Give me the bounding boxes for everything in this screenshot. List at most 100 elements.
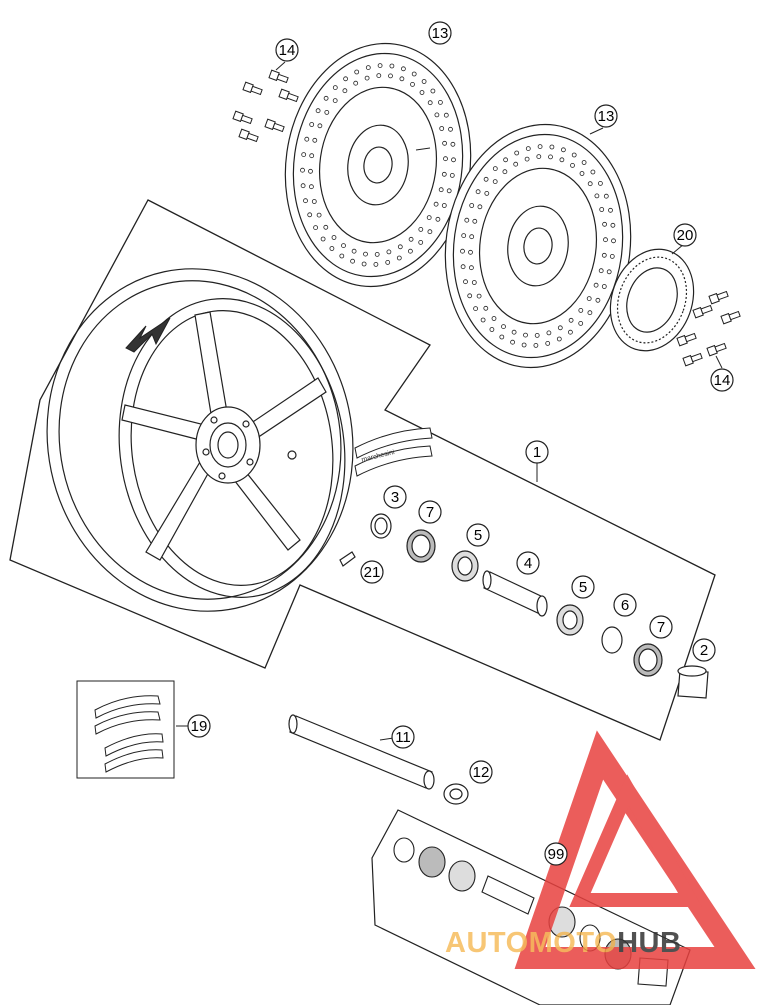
disc-hole [434, 112, 440, 118]
callout-c12: 12 [469, 760, 493, 784]
callout-number: 20 [677, 227, 694, 244]
disc-hole [316, 212, 322, 218]
callout-number: 19 [191, 718, 208, 735]
callout-circle [383, 485, 407, 509]
disc-hole [421, 79, 427, 84]
disc-hole [480, 317, 486, 323]
logo-part-hub: HUB [617, 927, 681, 959]
axle-parts [288, 714, 469, 805]
disc-hole [491, 316, 497, 321]
svg-text:AUTOMOTOHUB: AUTOMOTOHUB [445, 927, 681, 959]
disc-hole [364, 75, 370, 81]
disc-hole [593, 282, 599, 288]
disc-hole [513, 161, 519, 167]
disc-hole [546, 330, 552, 336]
callout-circle [525, 440, 549, 464]
disc-hole [599, 207, 605, 212]
disc-hole [446, 188, 452, 194]
disc-hole [451, 157, 456, 163]
disc-hole [419, 90, 425, 95]
disc-hole [363, 251, 368, 257]
disc-hole [418, 239, 424, 245]
disc-hole [408, 236, 414, 242]
brake-disc-right-holes [460, 144, 616, 348]
disc-hole [492, 179, 498, 185]
callout-number: 13 [598, 108, 615, 125]
disc-hole [386, 249, 392, 255]
disc-hole [514, 150, 520, 156]
disc-hole [304, 136, 310, 142]
disc-hole [502, 169, 508, 175]
decal-kit-box [76, 680, 175, 779]
disc-hole [443, 156, 448, 162]
callout-c6: 6 [613, 593, 637, 617]
disc-hole [561, 147, 566, 153]
disc-hole [376, 73, 382, 78]
callout-circle [391, 725, 415, 749]
disc-hole [602, 221, 607, 227]
callout-c21: 21 [360, 560, 384, 584]
disc-hole [365, 65, 371, 70]
disc-hole [472, 218, 478, 224]
callout-circle [360, 560, 384, 584]
callout-c13b: 13 [594, 104, 618, 128]
disc-hole [411, 71, 417, 77]
callout-c7a: 7 [418, 500, 442, 524]
disc-hole [315, 108, 321, 114]
disc-hole [460, 248, 465, 254]
disc-hole [388, 73, 393, 79]
disc-hole [603, 237, 608, 243]
callout-number: 21 [364, 564, 381, 581]
disc-hole [468, 249, 473, 255]
callout-circle [673, 223, 697, 247]
disc-hole [468, 265, 474, 271]
disc-hole [492, 166, 498, 172]
disc-hole [483, 305, 489, 311]
disc-hole [598, 268, 604, 274]
disc-hole [499, 334, 505, 340]
disc-hole [351, 248, 357, 254]
callout-number: 6 [621, 597, 629, 614]
disc-hole [464, 217, 470, 223]
disc-hole [448, 126, 453, 132]
disc-hole [430, 88, 436, 94]
disc-hole [341, 243, 346, 249]
disc-hole [579, 171, 585, 176]
disc-hole [523, 332, 528, 338]
disc-hole [437, 100, 443, 105]
disc-hole [343, 76, 349, 82]
callout-c1: 1 [525, 440, 549, 464]
wheel-panel-outline [9, 199, 716, 741]
disc-hole [439, 126, 445, 131]
disc-hole [501, 324, 506, 330]
disc-hole [450, 141, 456, 147]
callout-circle [710, 368, 734, 392]
disc-hole [557, 325, 563, 331]
disc-hole [342, 88, 348, 94]
disc-hole [339, 253, 345, 259]
disc-hole [317, 123, 323, 129]
callout-circle [428, 21, 452, 45]
disc-hole [320, 236, 326, 242]
callout-number: 12 [473, 764, 490, 781]
disc-hole [590, 169, 596, 175]
callout-c13a: 13 [428, 21, 452, 45]
callout-number: 7 [426, 504, 434, 521]
callout-c5b: 5 [571, 575, 595, 599]
disc-hole [426, 215, 432, 221]
hub-parts [339, 513, 709, 699]
disc-hole [571, 152, 577, 158]
disc-hole [524, 156, 530, 162]
callout-circle [544, 842, 568, 866]
callout-circle [594, 104, 618, 128]
disc-hole [586, 296, 592, 302]
disc-hole [489, 327, 495, 332]
disc-hole [556, 336, 562, 342]
callout-circle [275, 38, 299, 62]
callout-number: 11 [395, 729, 411, 746]
disc-hole [601, 252, 607, 258]
callout-c2: 2 [692, 638, 716, 662]
disc-hole [374, 251, 380, 257]
